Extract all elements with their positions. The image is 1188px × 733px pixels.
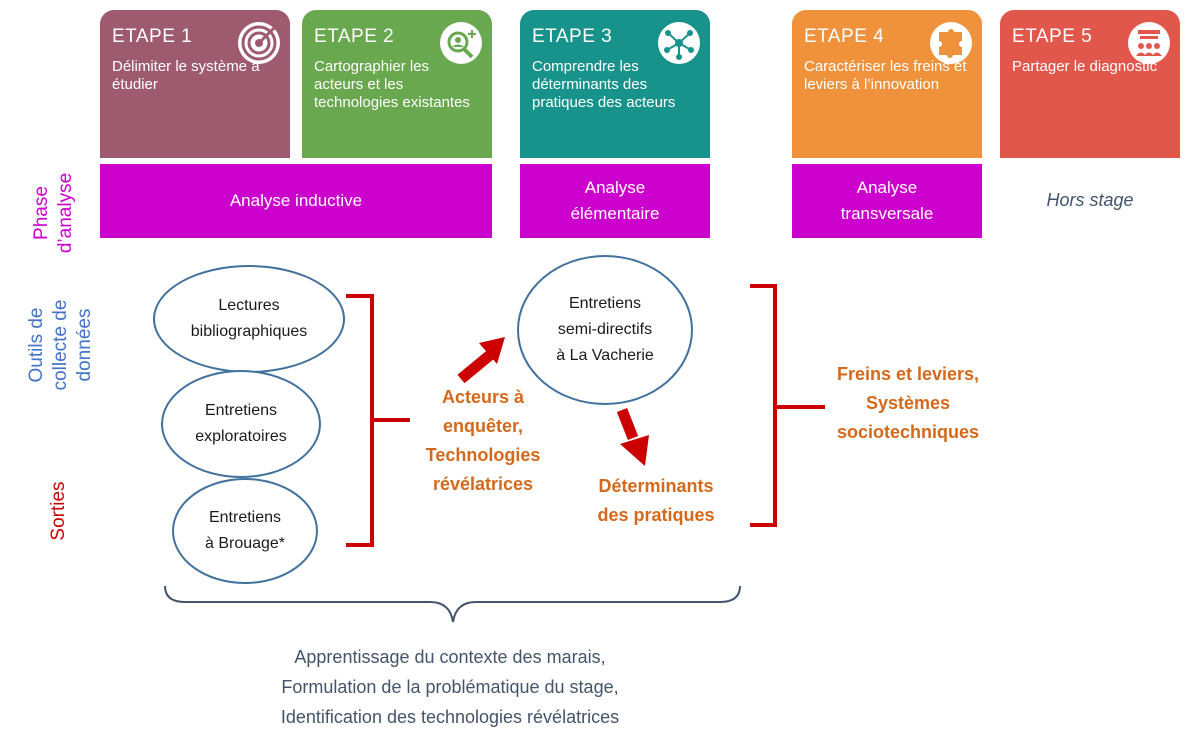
arrow-to-vacherie [457, 337, 505, 384]
arrow-to-determinants [616, 407, 649, 466]
phase-hors-stage: Hors stage [1046, 190, 1134, 210]
output-determinants: Déterminants des pratiques [597, 476, 715, 525]
step-2: ETAPE 2 Cartographier les acteurs et les… [302, 10, 492, 158]
bottom-line-2: Formulation de la problématique du stage… [281, 677, 619, 697]
bottom-summary: Apprentissage du contexte des marais, Fo… [150, 642, 750, 732]
step-1-description: Délimiter le système à étudier [112, 58, 260, 93]
step-5-title: ETAPE 5 [1012, 26, 1093, 47]
people-magnifier-icon [440, 22, 482, 64]
output-freins-leviers: Freins et leviers, Systèmes sociotechniq… [836, 364, 980, 442]
step-5: ETAPE 5 Partager le diagnostic [1000, 10, 1180, 158]
audience-icon [1128, 22, 1170, 64]
network-icon [658, 22, 700, 64]
step-4-description: Caractériser les freins et leviers à l’i… [804, 58, 967, 93]
step-2-description: Cartographier les acteurs et les technol… [314, 58, 470, 111]
entretiens-vacherie-ellipse: Entretiens semi-directifs à La Vacherie [517, 255, 693, 405]
step-3-title: ETAPE 3 [532, 26, 613, 47]
bracket-right [750, 284, 825, 527]
step-4: ETAPE 4 Caractériser les freins et levie… [792, 10, 982, 158]
bottom-brace [164, 585, 741, 623]
step-3: ETAPE 3 Comprendre les déterminants des … [520, 10, 710, 158]
step-1-title: ETAPE 1 [112, 26, 193, 47]
entretiens-brouage-ellipse: Entretiens à Brouage* [172, 478, 318, 584]
puzzle-icon [930, 22, 972, 64]
target-icon [238, 22, 280, 64]
step-2-title: ETAPE 2 [314, 26, 395, 47]
bottom-line-3: Identification des technologies révélatr… [280, 707, 620, 727]
entretiens-exploratoires-ellipse: Entretiens exploratoires [161, 370, 321, 478]
step-4-title: ETAPE 4 [804, 26, 885, 47]
phase-analyse-transversale: Analyse transversale [792, 164, 982, 238]
output-acteurs-technologies: Acteurs à enquêter, Technologies révélat… [425, 387, 541, 494]
step-3-description: Comprendre les déterminants des pratique… [532, 58, 676, 111]
phase-analyse-elementaire: Analyse élémentaire [520, 164, 710, 238]
bottom-line-1: Apprentissage du contexte des marais, [294, 647, 606, 667]
step-5-description: Partager le diagnostic [1012, 58, 1158, 75]
phase-analyse-inductive: Analyse inductive [100, 164, 492, 238]
bracket-left [346, 294, 410, 547]
step-1: ETAPE 1 Délimiter le système à étudier [100, 10, 290, 158]
lectures-bibliographiques-ellipse: Lectures bibliographiques [153, 265, 345, 373]
